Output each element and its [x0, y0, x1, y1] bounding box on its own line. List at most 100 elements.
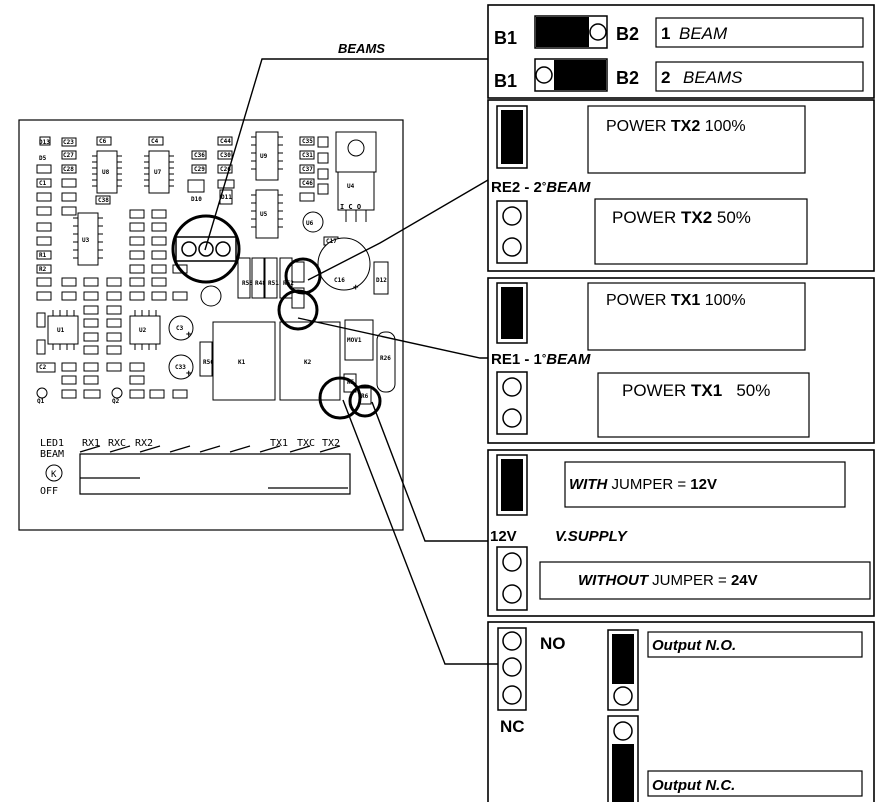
beam2-number: 2	[661, 68, 670, 87]
re2-label: RE2 - 2°BEAM	[491, 179, 591, 196]
panel-re2	[487, 99, 875, 272]
component-label: C46	[302, 180, 313, 187]
component-label: U3	[82, 237, 90, 244]
power-tx2-50: POWER TX2 50%	[612, 208, 751, 227]
component-label: C17	[326, 238, 337, 245]
component-label: U1	[57, 327, 65, 334]
panel-supply	[487, 449, 875, 617]
component-label: U9	[260, 153, 268, 160]
panel-re1	[487, 277, 875, 444]
c33-plus: +	[186, 369, 192, 379]
with-jumper-12v: WITH JUMPER = 12V	[569, 476, 717, 493]
u4-pins: I C O	[340, 203, 361, 211]
component-label: R26	[380, 355, 391, 362]
component-label: R51	[268, 280, 279, 287]
beam1-number: 1	[661, 24, 670, 43]
pcb-board	[18, 119, 404, 531]
highlight-circles	[171, 214, 382, 420]
leader-lines	[204, 58, 498, 665]
no-label: NO	[540, 634, 566, 653]
power-tx1-100: POWER TX1 100%	[606, 292, 746, 309]
component-label: U5	[260, 211, 268, 218]
without-jumper-24v: WITHOUT JUMPER = 24V	[578, 572, 758, 589]
component-label: R1	[39, 252, 47, 259]
component-label: R2	[39, 266, 47, 273]
component-label: R6	[361, 393, 369, 400]
beam1-text: BEAM	[679, 24, 728, 43]
b2-label-row1: B2	[616, 24, 639, 44]
component-label: D5	[39, 155, 47, 162]
re1-label: RE1 - 1°BEAM	[491, 351, 591, 368]
component-label: K2	[304, 359, 312, 366]
panel-output	[487, 621, 875, 802]
component-label: C4	[151, 138, 159, 145]
component-label: MOV1	[347, 337, 362, 344]
component-label: R56	[203, 359, 214, 366]
output-nc-label: Output N.C.	[652, 777, 735, 794]
component-label: R52	[283, 280, 294, 287]
component-label: U2	[139, 327, 147, 334]
board-small-jumpers	[291, 261, 372, 405]
pcb-small-components	[36, 136, 339, 399]
component-label: R58	[242, 280, 253, 287]
component-label: R5	[347, 379, 355, 386]
component-label: C26	[220, 166, 231, 173]
component-label: C33	[175, 364, 186, 371]
component-label: Q2	[112, 398, 120, 405]
component-label: C38	[98, 197, 109, 204]
component-label: C29	[194, 166, 205, 173]
component-label: C35	[302, 138, 313, 145]
beams-title: BEAMS	[338, 41, 385, 56]
component-label: Q1	[37, 398, 45, 405]
terminal-labels: RX1 RXC RX2 TX1 TXC TX2	[82, 438, 340, 449]
component-label: C2	[39, 364, 47, 371]
pcb-ic-pins	[52, 136, 367, 350]
component-label: D13	[39, 139, 50, 146]
terminal-label: RX1	[82, 438, 100, 449]
component-label: U7	[154, 169, 162, 176]
component-label: C37	[302, 166, 313, 173]
component-label: C23	[63, 139, 74, 146]
component-label: K1	[238, 359, 246, 366]
component-label: C31	[302, 152, 313, 159]
component-label: D10	[191, 196, 202, 203]
terminal-label: TXC	[297, 438, 315, 449]
component-label: D11	[221, 194, 232, 201]
component-label: U6	[306, 220, 314, 227]
power-tx1-50: POWER TX1 50%	[622, 381, 770, 400]
led1-label: LED1	[40, 438, 64, 449]
terminal-connector	[79, 445, 351, 495]
b2-label-row2: B2	[616, 68, 639, 88]
led-off-label: OFF	[40, 486, 58, 497]
vsupply-label: V.SUPPLY	[555, 528, 629, 545]
led-k-label: K	[51, 470, 57, 480]
c3-plus: +	[186, 330, 192, 340]
component-label: C16	[334, 277, 345, 284]
component-label: C28	[63, 166, 74, 173]
terminal-label: RX2	[135, 438, 153, 449]
terminal-label: TX2	[322, 438, 340, 449]
beam2-text: BEAMS	[683, 68, 743, 87]
board-beams-jumper	[175, 236, 237, 262]
c16-plus: +	[353, 283, 359, 293]
component-label: U8	[102, 169, 110, 176]
component-label: C1	[39, 180, 47, 187]
terminal-label: TX1	[270, 438, 288, 449]
component-label: C6	[99, 138, 107, 145]
component-label: C30	[220, 152, 231, 159]
component-label: C44	[220, 138, 231, 145]
b1-label-row1: B1	[494, 28, 517, 48]
terminal-label: RXC	[108, 438, 126, 449]
panel-beams	[487, 4, 875, 99]
component-label: U4	[347, 183, 355, 190]
component-label: D12	[376, 277, 387, 284]
pcb-round-components	[36, 139, 371, 482]
b1-label-row2: B1	[494, 71, 517, 91]
output-no-label: Output N.O.	[652, 637, 736, 654]
supply-12v-label: 12V	[490, 528, 517, 545]
nc-label: NC	[500, 717, 525, 736]
pcb-ics	[47, 131, 396, 401]
component-label: R48	[255, 280, 266, 287]
power-tx2-100: POWER TX2 100%	[606, 118, 746, 135]
